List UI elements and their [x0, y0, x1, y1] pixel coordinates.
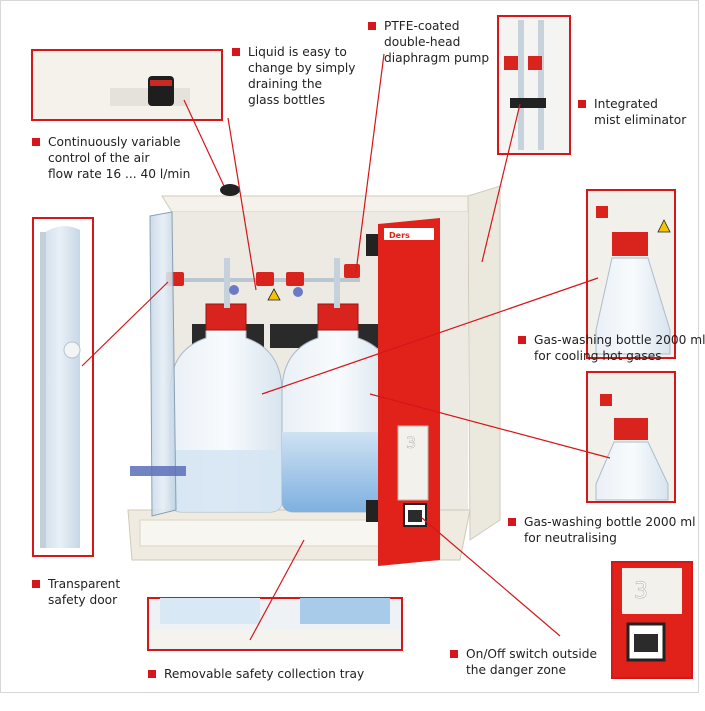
callout-text: for cooling hot gases	[534, 349, 662, 363]
callout-text: flow rate 16 ... 40 l/min	[48, 167, 191, 181]
brand-label: Ders	[389, 231, 410, 240]
callout-neutralising-bottle: Gas-washing bottle 2000 ml for neutralis…	[508, 514, 696, 546]
callout-airflow: Continuously variable control of the air…	[32, 134, 190, 182]
inset-safety-door	[32, 217, 94, 557]
bullet-icon	[32, 138, 40, 146]
callout-collection-tray: Removable safety collection tray	[148, 666, 364, 682]
callout-text: diaphragm pump	[384, 51, 490, 65]
callout-text: for neutralising	[524, 531, 617, 545]
bullet-icon	[450, 650, 458, 658]
inset-cooling-bottle	[586, 189, 676, 359]
callout-text: change by simply	[248, 61, 356, 75]
bullet-icon	[32, 580, 40, 588]
bullet-icon	[578, 100, 586, 108]
callout-ptfe-pump: PTFE-coated double-head diaphragm pump	[368, 18, 489, 66]
callout-text: draining the	[248, 77, 323, 91]
callout-text: mist eliminator	[594, 113, 687, 127]
callout-text: Transparent	[48, 577, 121, 591]
callout-on-off-switch: On/Off switch outside the danger zone	[450, 646, 597, 678]
callout-text: Removable safety collection tray	[164, 667, 365, 681]
callout-text: Gas-washing bottle 2000 ml	[534, 333, 705, 347]
svg-text:3: 3	[634, 579, 648, 604]
inset-on-off-switch: 3	[611, 561, 693, 679]
callout-safety-door: Transparent safety door	[32, 576, 120, 608]
control-panel: Ders 3	[366, 218, 440, 566]
inset-mist-eliminator	[497, 15, 571, 155]
callout-liquid: Liquid is easy to change by simply drain…	[232, 44, 356, 108]
inset-collection-tray	[147, 597, 403, 651]
bullet-icon	[232, 48, 240, 56]
leader-lines	[81, 53, 611, 641]
callout-text: glass bottles	[248, 93, 326, 107]
inset-neutralising-bottle	[586, 371, 676, 503]
bullet-icon	[508, 518, 516, 526]
gas-scrubber-device: H Ders	[127, 184, 501, 566]
callout-text: double-head	[384, 35, 461, 49]
bottle-left	[169, 303, 283, 513]
callout-text: control of the air	[48, 151, 150, 165]
callout-text: Continuously variable	[48, 135, 181, 149]
callout-text: Gas-washing bottle 2000 ml	[524, 515, 696, 529]
callout-text: safety door	[48, 593, 118, 607]
bottle-right	[281, 303, 395, 513]
bullet-icon	[148, 670, 156, 678]
callout-text: PTFE-coated	[384, 19, 460, 33]
bullet-icon	[368, 22, 376, 30]
callout-cooling-bottle: Gas-washing bottle 2000 ml for cooling h…	[518, 332, 705, 364]
callout-text: the danger zone	[466, 663, 566, 677]
bullet-icon	[518, 336, 526, 344]
callout-text: Liquid is easy to	[248, 45, 347, 59]
svg-text:3: 3	[406, 433, 416, 452]
callout-mist-eliminator: Integrated mist eliminator	[578, 96, 686, 128]
callout-text: Integrated	[594, 97, 658, 111]
inset-airflow-knob	[31, 49, 223, 121]
callout-text: On/Off switch outside	[466, 647, 597, 661]
